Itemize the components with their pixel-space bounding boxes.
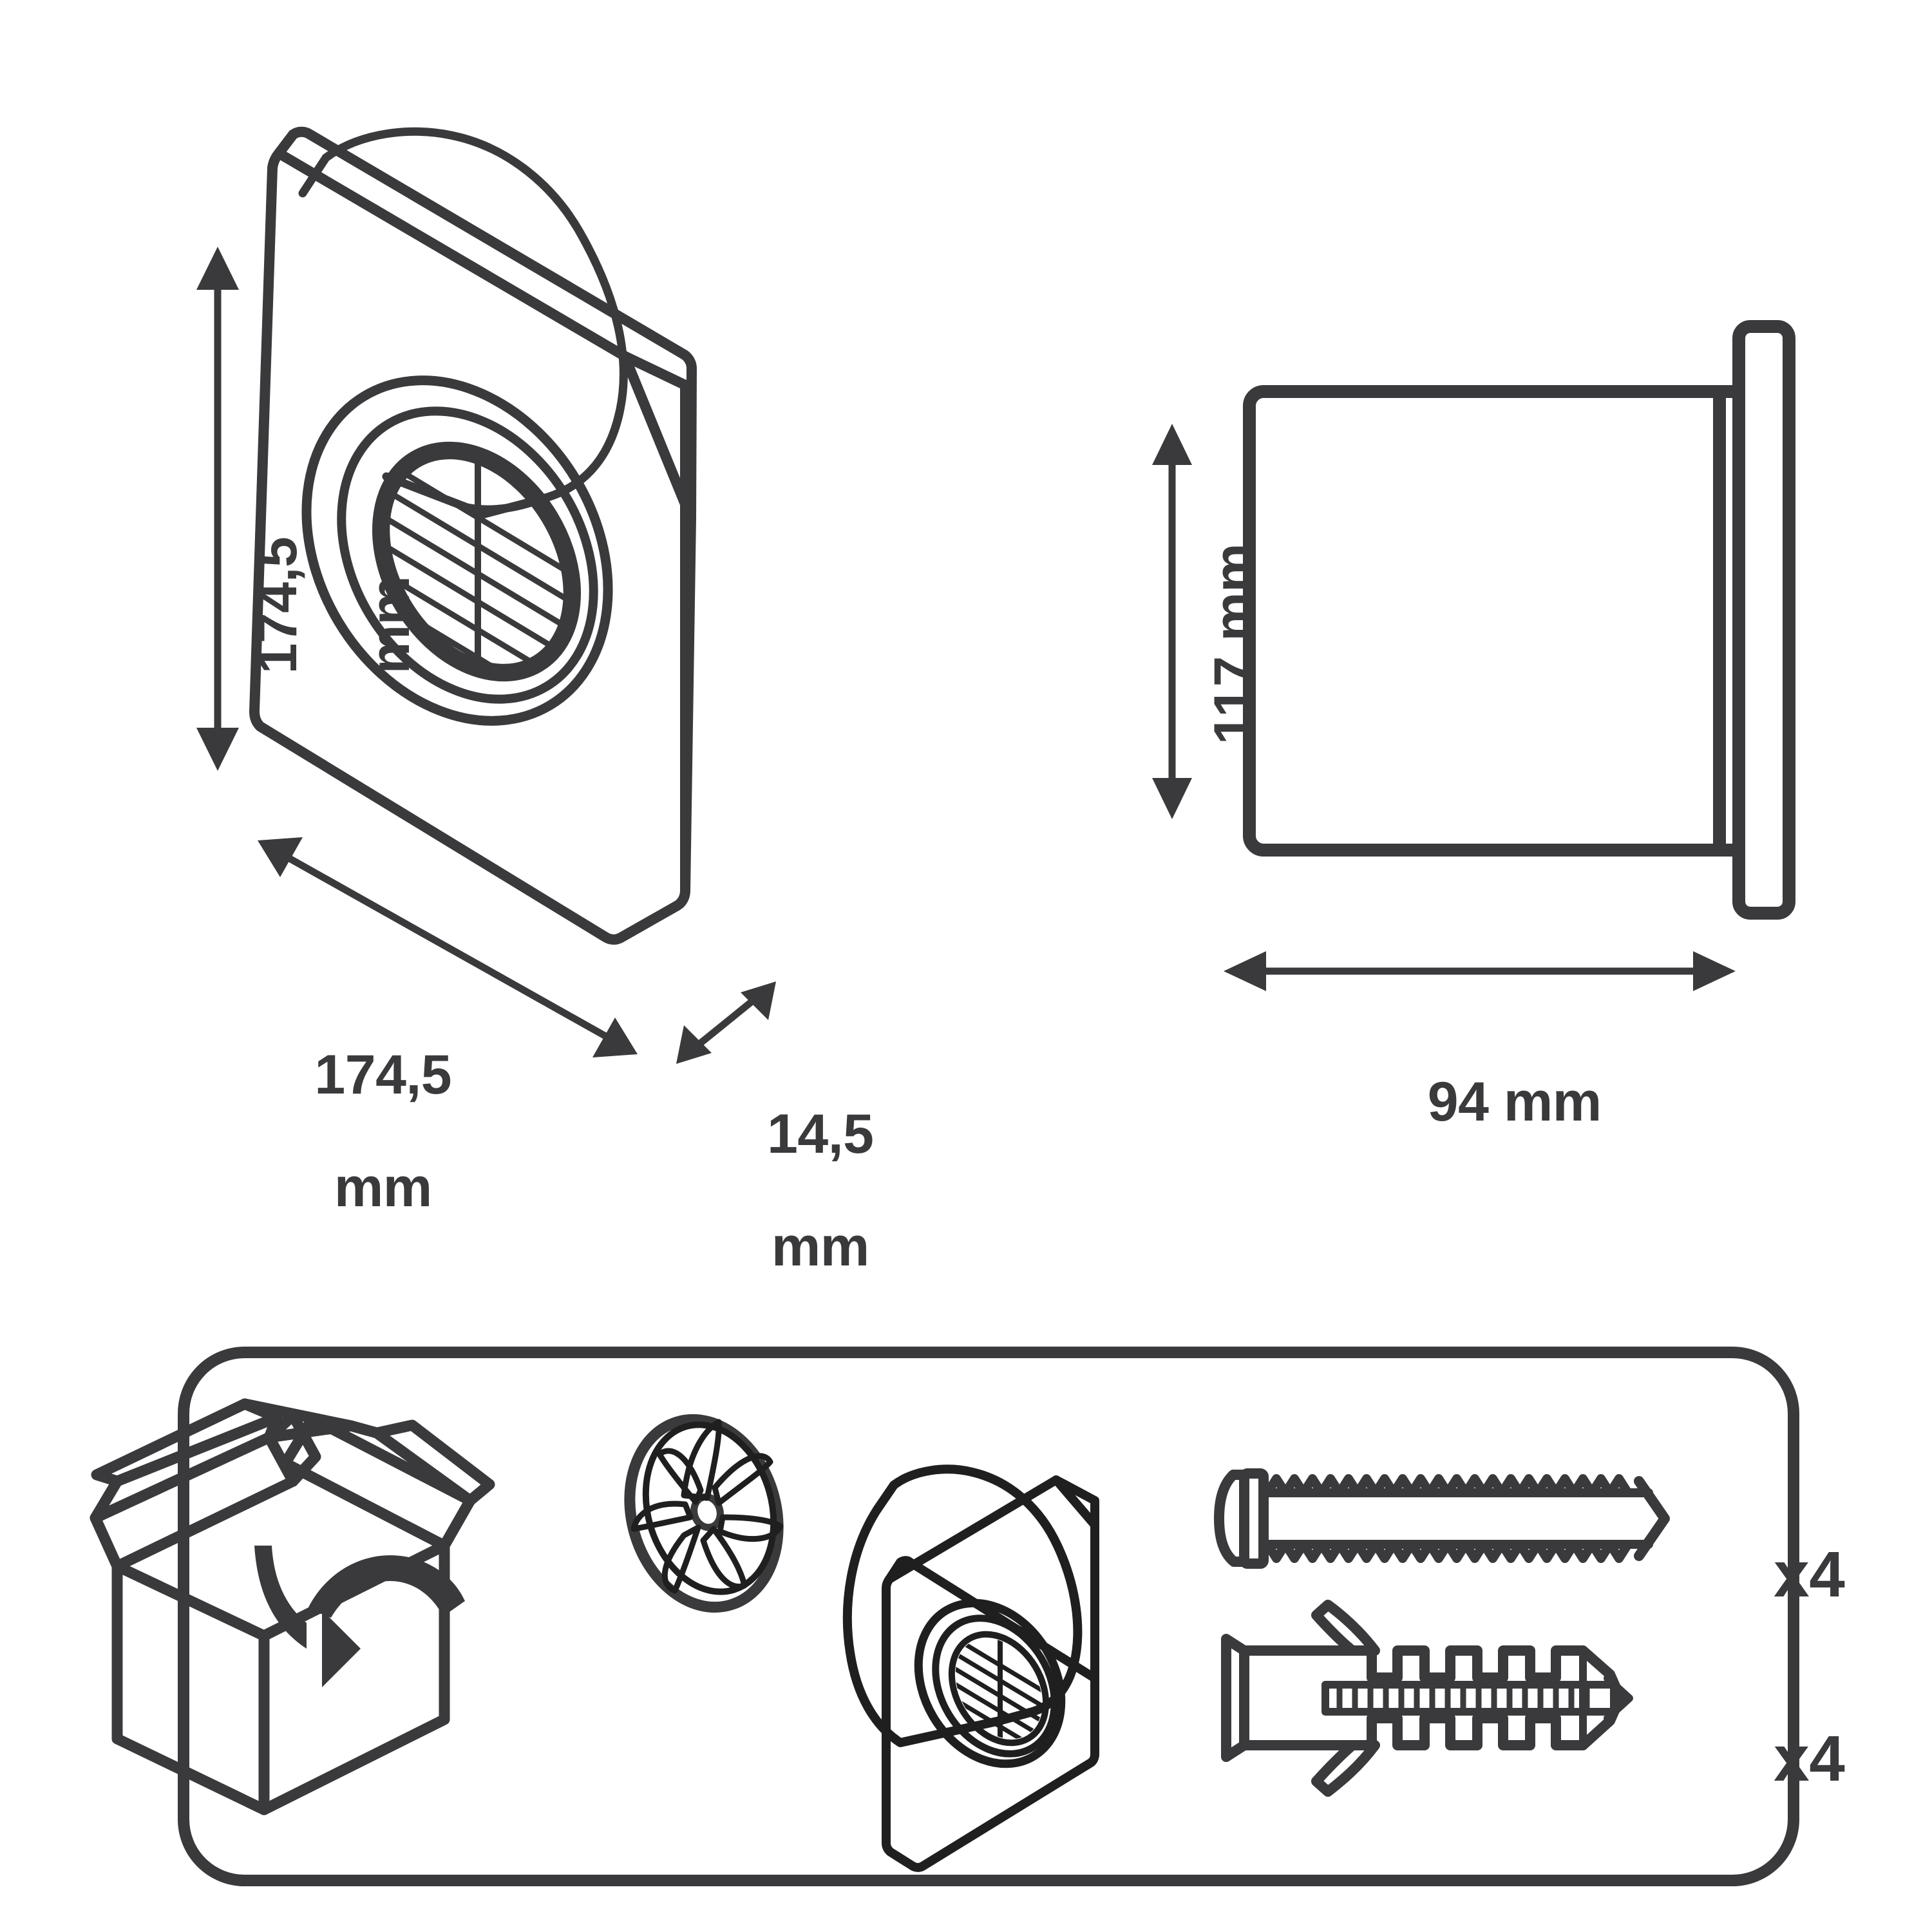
open-box-with-arrow-icon [90, 1398, 495, 1815]
qty-label-wallplug: x4 [1774, 1723, 1845, 1795]
dim-body-depth-arrow [1224, 951, 1736, 991]
dim-label-side-height: 117 mm [1202, 543, 1265, 745]
wall-fan-unit-icon [842, 1464, 1099, 1872]
contents-panel-frame [178, 1347, 1799, 1886]
screw-icon [1214, 1468, 1670, 1569]
dim-label-front-depth: 14,5 mm [767, 1103, 874, 1278]
dim-label-front-height: 174,5 mm [246, 536, 422, 674]
dim-width-arrow [258, 837, 638, 1057]
side-view-illustration [1152, 320, 1795, 991]
dim-body-height-arrow [1152, 424, 1192, 819]
dim-depth-arrow [676, 981, 776, 1064]
qty-label-screw: x4 [1774, 1539, 1845, 1611]
dim-label-front-width: 174,5 mm [314, 1043, 452, 1219]
dim-height-arrow [196, 247, 239, 771]
dim-label-side-depth: 94 mm [1427, 1070, 1602, 1133]
wall-plug-icon [1221, 1600, 1633, 1797]
fan-impeller-icon [624, 1414, 784, 1613]
